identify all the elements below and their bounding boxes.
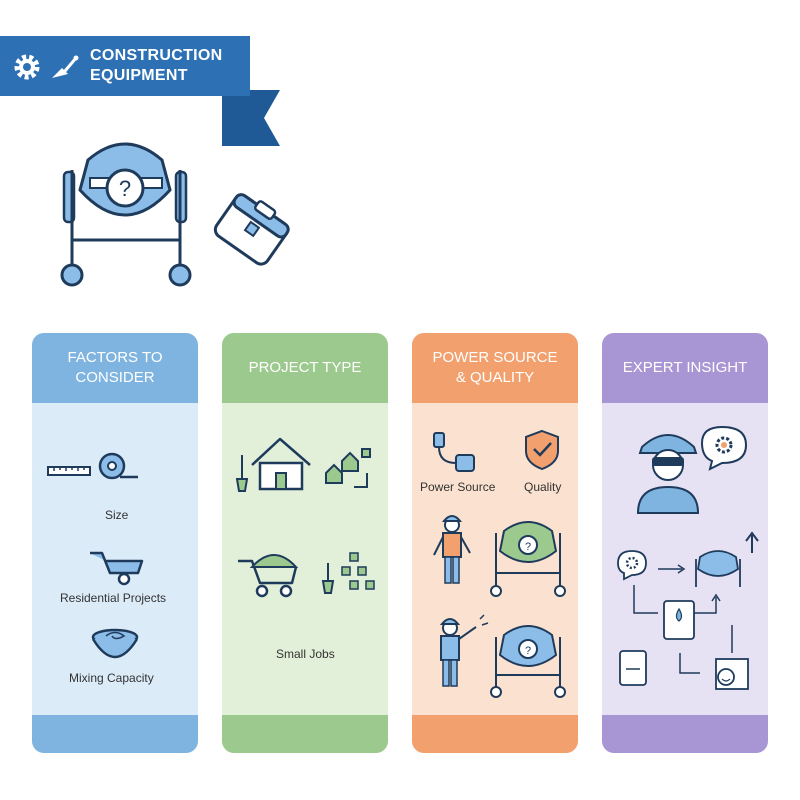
process-flow-icon (617, 531, 759, 690)
quality-shield-icon (525, 429, 559, 471)
cement-mixer-icon: ? (490, 521, 566, 597)
card-expert-insight: EXPERT INSIGHT (602, 333, 768, 753)
item-residential-projects: Residential Projects (60, 591, 167, 605)
card-title-line1: EXPERT INSIGHT (622, 359, 748, 376)
card-header: POWER SOURCE & QUALITY (412, 333, 578, 403)
shovel-icon (235, 455, 249, 492)
shovel-blocks-icon (321, 552, 375, 594)
card-body: ? ? (412, 403, 578, 715)
card-title-line1: FACTORS TO (67, 349, 163, 366)
card-title-line1: PROJECT TYPE (248, 359, 362, 376)
card-project-type: PROJECT TYPE (222, 333, 388, 753)
card-header: EXPERT INSIGHT (602, 333, 768, 403)
card-header: PROJECT TYPE (222, 333, 388, 403)
cement-mixer-icon: ? (60, 142, 192, 287)
card-body: Size Residential Projects Mixing Capacit… (32, 403, 198, 715)
banner-ribbon-tail (222, 90, 280, 146)
tape-measure-icon (98, 452, 138, 480)
svg-text:?: ? (525, 645, 531, 657)
card-footer (32, 715, 198, 753)
card-power-source-quality: POWER SOURCE & QUALITY (412, 333, 578, 753)
card-body: Small Jobs (222, 403, 388, 715)
power-plug-icon (433, 432, 475, 472)
house-icon (251, 437, 311, 491)
card-title-line2: CONSIDER (75, 369, 155, 386)
cement-mixer-icon: ? (490, 625, 566, 698)
item-quality: Quality (524, 480, 562, 494)
wheelbarrow-icon (90, 551, 144, 586)
card-title-line1: POWER SOURCE (432, 349, 558, 366)
card-footer (222, 715, 388, 753)
ruler-icon (47, 466, 91, 476)
banner-body: CONSTRUCTION EQUIPMENT (0, 36, 250, 96)
card-header: FACTORS TO CONSIDER (32, 333, 198, 403)
expert-worker-icon (636, 434, 700, 514)
worker-pointing-icon (439, 614, 489, 687)
mixing-bowl-icon (91, 628, 139, 659)
item-mixing-capacity: Mixing Capacity (69, 671, 154, 685)
speech-bubble-gear-icon (700, 425, 748, 471)
card-title-line2: & QUALITY (455, 369, 535, 386)
trowel-icon (52, 55, 79, 78)
toolbox-icon (213, 193, 290, 266)
worker-icon (433, 515, 471, 584)
card-footer (602, 715, 768, 753)
wheelbarrow-icon (238, 554, 299, 598)
banner-title-line1: CONSTRUCTION (90, 47, 223, 64)
card-footer (412, 715, 578, 753)
hero-illustration: ? (60, 142, 290, 287)
item-power-source: Power Source (420, 480, 496, 494)
card-body (602, 403, 768, 715)
small-houses-icon (325, 448, 371, 488)
title-banner: CONSTRUCTION EQUIPMENT (0, 36, 280, 146)
gear-icon (14, 54, 40, 80)
svg-text:?: ? (525, 541, 531, 553)
svg-text:?: ? (119, 176, 131, 201)
card-factors-to-consider: FACTORS TO CONSIDER Size (32, 333, 198, 753)
banner-title-line2: EQUIPMENT (90, 67, 188, 84)
item-size: Size (105, 508, 129, 522)
item-small-jobs: Small Jobs (276, 647, 335, 661)
